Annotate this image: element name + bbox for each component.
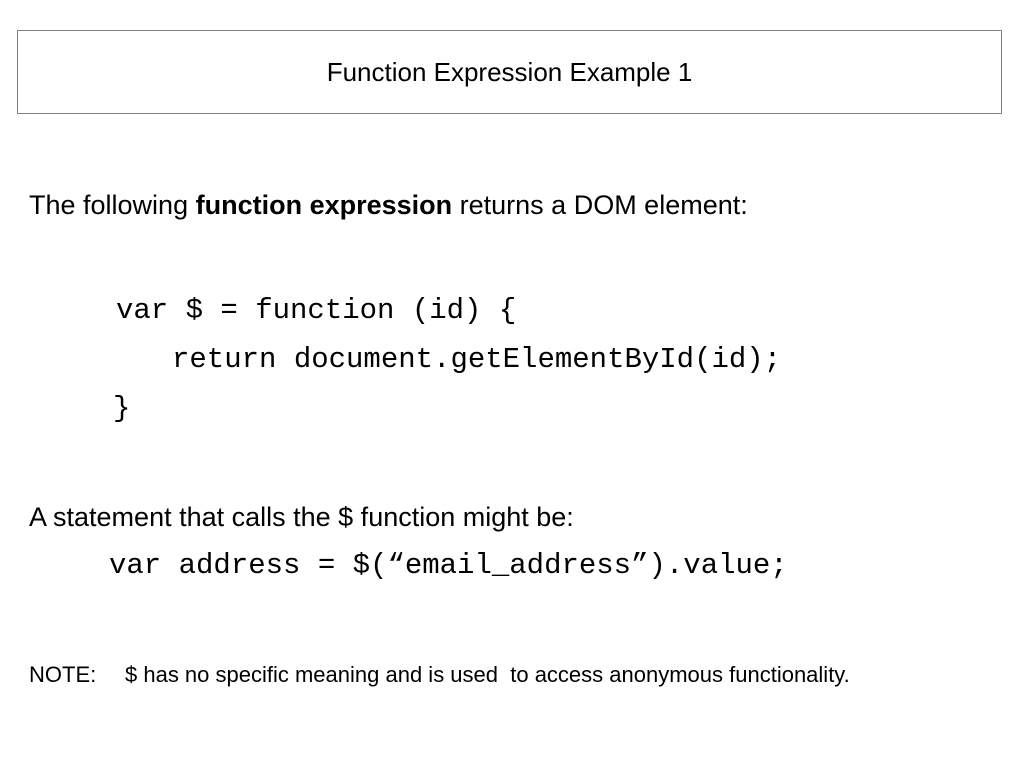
intro-bold-term: function expression (195, 190, 453, 220)
intro-prefix: The following (29, 190, 196, 220)
code-line-3: } (113, 392, 131, 425)
code-line-1: var $ = function (id) { (116, 294, 517, 327)
statement-intro: A statement that calls the $ function mi… (29, 502, 574, 532)
slide-title: Function Expression Example 1 (326, 56, 693, 87)
note-text: $ has no specific meaning and is used to… (125, 662, 850, 687)
intro-suffix: returns a DOM element: (452, 190, 748, 220)
intro-line: The following function expression return… (29, 190, 748, 221)
statement-code: var address = $(“email_address”).value; (109, 549, 788, 582)
title-box: Function Expression Example 1 (17, 30, 1002, 114)
code-line-2: return document.getElementById(id); (172, 343, 782, 376)
note-label: NOTE: (29, 662, 97, 687)
